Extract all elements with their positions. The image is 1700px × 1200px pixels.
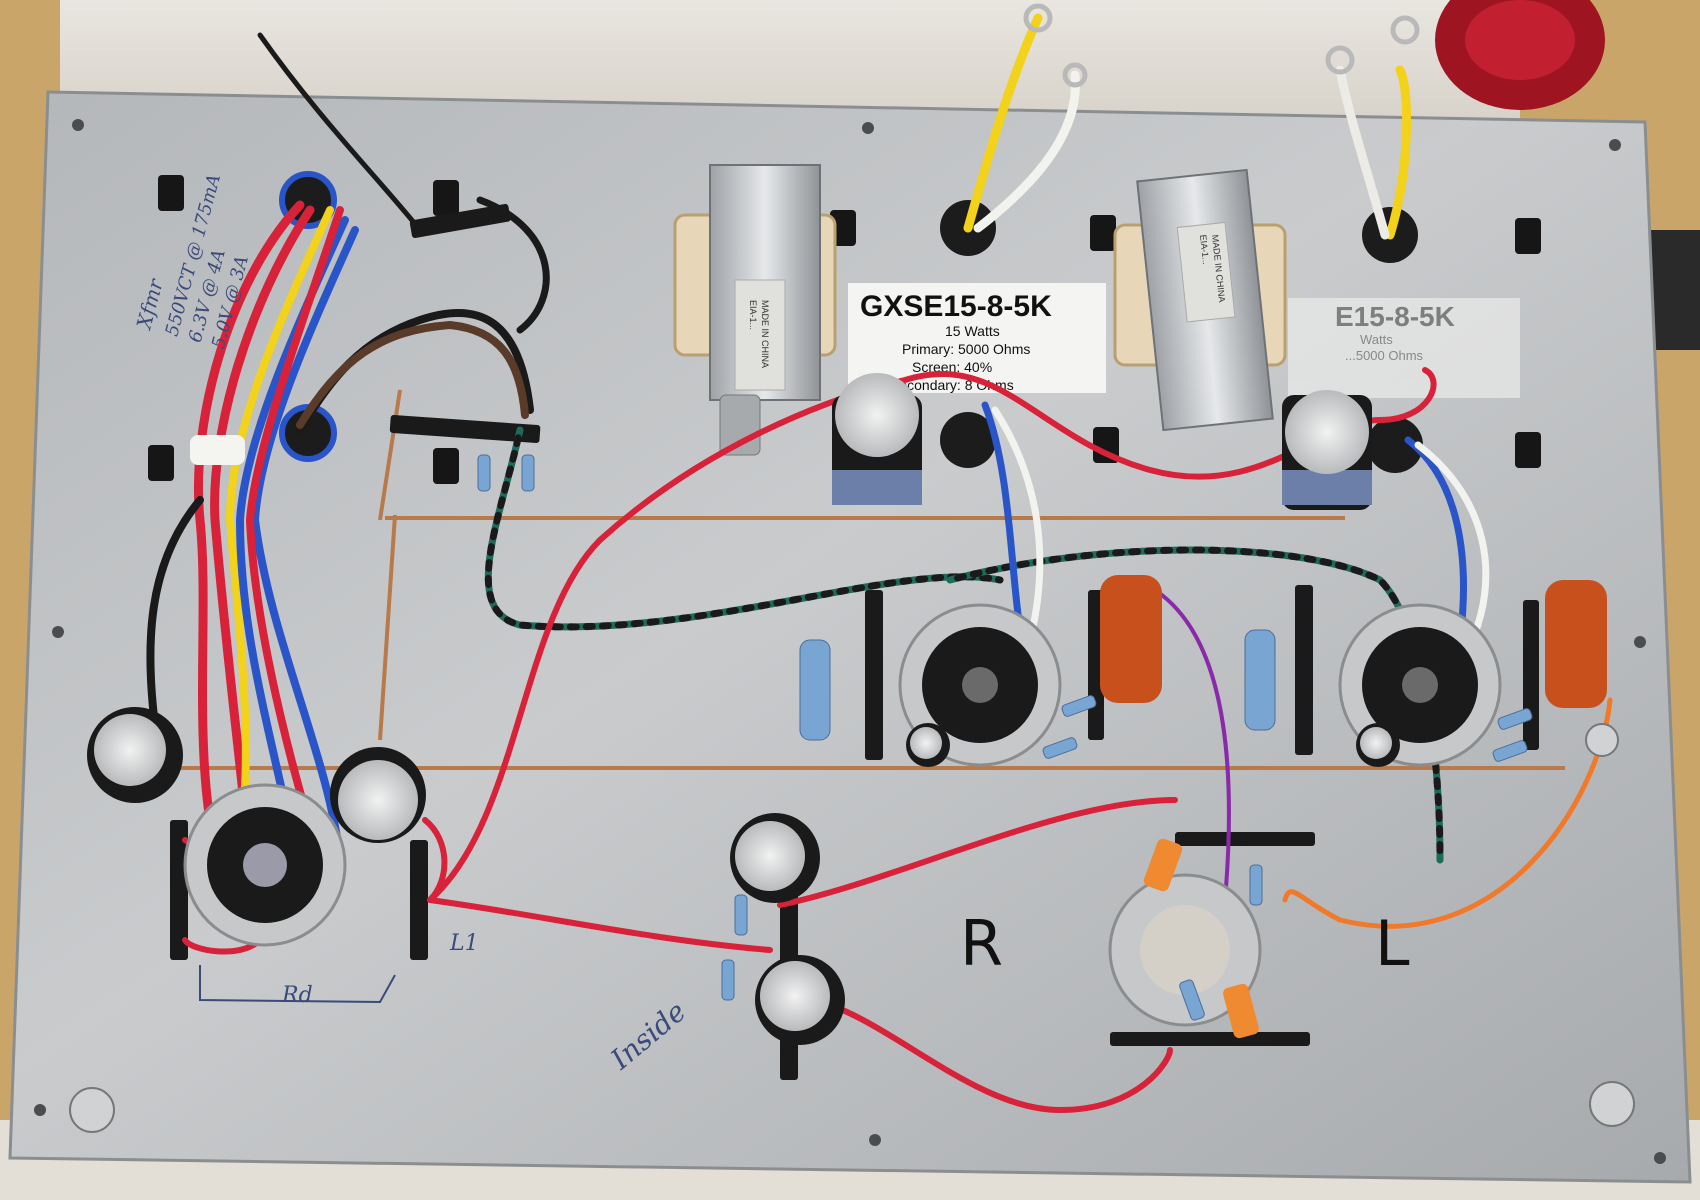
- note-rd: Rd: [281, 983, 313, 1008]
- cable-tie: [190, 435, 245, 465]
- channel-right-marker: R: [960, 907, 1003, 980]
- tube-socket-left-power: [898, 603, 1062, 767]
- corner-screws: [69, 723, 1635, 1133]
- xfmr-left-screen: Screen: 40%: [912, 359, 992, 375]
- coupling-capacitors: [1100, 575, 1607, 1039]
- note-l1: L1: [449, 931, 479, 956]
- mounting-holes: [34, 119, 1666, 1164]
- note-rd-bracket: [199, 965, 396, 1004]
- tube-socket-right-power: [1338, 603, 1502, 767]
- electrolytic-capacitors: [87, 373, 1400, 1045]
- resistors: [477, 454, 1533, 1021]
- wire-spool: [1435, 0, 1605, 110]
- channel-left-marker: L: [1375, 907, 1410, 980]
- xfmr-left-code: EIA-1...: [748, 300, 758, 330]
- xfmr-right-primary: ...5000 Ohms: [1345, 348, 1424, 363]
- standoffs: [148, 175, 1541, 484]
- output-leads: [963, 3, 1420, 240]
- terminal-strips: [170, 203, 1539, 1080]
- plate-wires: [981, 401, 1613, 952]
- xfmr-left-primary: Primary: 5000 Ohms: [902, 341, 1030, 357]
- transformer-spec-label-right: E15-8-5K Watts ...5000 Ohms: [1288, 298, 1520, 398]
- xfmr-right-model: E15-8-5K: [1335, 301, 1455, 332]
- xfmr-right-watts: Watts: [1360, 332, 1393, 347]
- tube-socket-driver: [1108, 873, 1262, 1027]
- output-transformer-right: EIA-1... MADE IN CHINA: [1113, 168, 1287, 432]
- xfmr-left-origin: MADE IN CHINA: [760, 300, 770, 368]
- xfmr-right-code: EIA-1...: [1198, 234, 1211, 265]
- xfmr-left-watts: 15 Watts: [945, 323, 1000, 339]
- transformer-spec-label-left: GXSE15-8-5K 15 Watts Primary: 5000 Ohms …: [848, 283, 1106, 393]
- xfmr-left-model: GXSE15-8-5K: [860, 290, 1052, 323]
- twisted-signal-wires: [484, 426, 1444, 864]
- tube-socket-rectifier: [183, 783, 347, 947]
